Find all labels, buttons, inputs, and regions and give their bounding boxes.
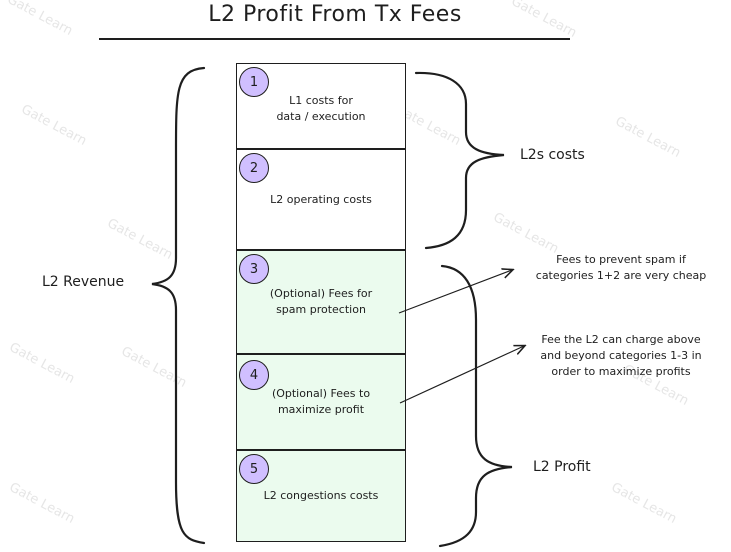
maximize-note-arrow <box>399 346 524 404</box>
maximize-note: Fee the L2 can charge above and beyond c… <box>540 333 702 378</box>
costs-brace <box>414 71 505 250</box>
box-congestion-costs: 5 L2 congestions costs <box>236 450 406 542</box>
step-badge: 4 <box>239 360 269 390</box>
box-l1-costs: 1 L1 costs for data / execution <box>236 63 406 149</box>
costs-label: L2s costs <box>520 147 585 163</box>
spam-note-arrow <box>398 270 512 314</box>
revenue-brace <box>151 66 206 545</box>
revenue-label: L2 Revenue <box>42 274 125 290</box>
spam-note: Fees to prevent spam if categories 1+2 a… <box>535 253 707 282</box>
title-underline <box>99 38 570 40</box>
box-label: L2 operating costs <box>270 192 372 206</box>
profit-label: L2 Profit <box>533 459 591 475</box>
box-label: (Optional) Fees to maximize profit <box>271 387 371 416</box>
step-badge: 1 <box>239 67 269 97</box>
step-badge: 3 <box>239 254 269 284</box>
diagram-title: L2 Profit From Tx Fees <box>208 2 462 27</box>
box-spam-protection: 3 (Optional) Fees for spam protection <box>236 250 406 354</box>
box-label: L2 congestions costs <box>263 489 379 502</box>
profit-brace <box>438 264 513 548</box>
box-maximize-profit: 4 (Optional) Fees to maximize profit <box>236 354 406 450</box>
step-badge: 2 <box>239 153 269 183</box>
step-badge: 5 <box>239 454 269 484</box>
box-label: (Optional) Fees for spam protection <box>269 287 373 316</box>
box-label: L1 costs for data / execution <box>276 94 366 123</box>
box-l2-operating-costs: 2 L2 operating costs <box>236 149 406 250</box>
